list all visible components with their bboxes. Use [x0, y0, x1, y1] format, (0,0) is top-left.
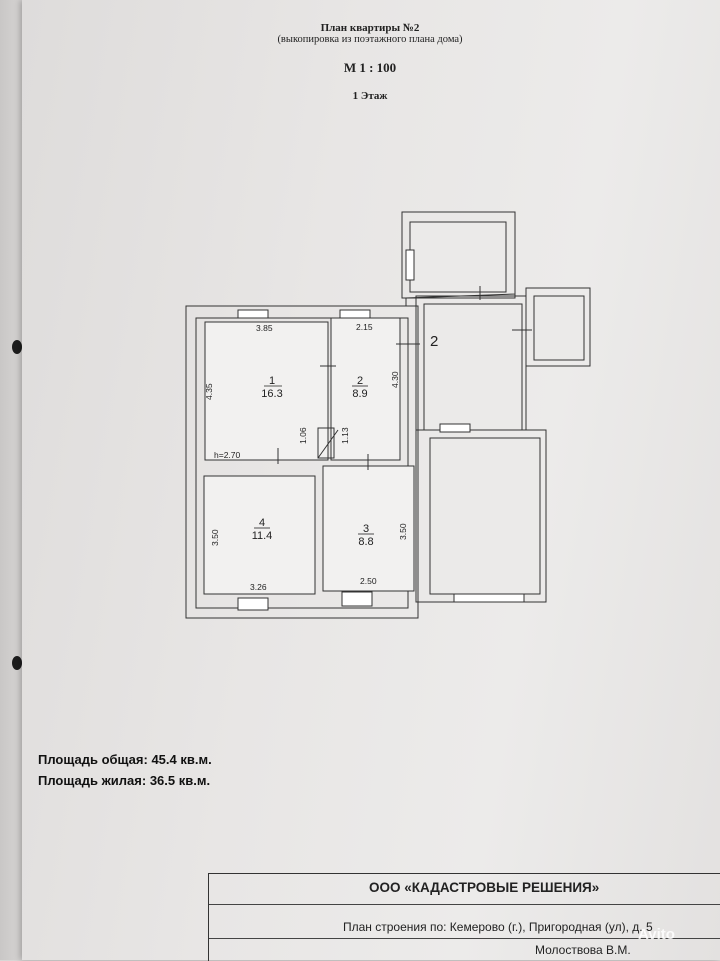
window [339, 309, 371, 319]
dim-r1-small: 1.06 [298, 427, 308, 444]
title-block-row [209, 874, 720, 905]
room-3-area: 8.8 [358, 536, 373, 548]
floor-label: 1 Этаж [352, 90, 388, 102]
ceiling-height: h=2.70 [214, 450, 241, 460]
dim-r1-height: 4.35 [204, 383, 214, 400]
window [453, 593, 525, 603]
page-edge [0, 0, 22, 960]
section-label: 2 [430, 333, 438, 350]
signature-name: Молоствова В.М. [535, 943, 631, 957]
living-area-label: Площадь жилая: [38, 773, 147, 788]
outer-wall [185, 305, 419, 619]
dim-r4-height: 3.50 [210, 529, 220, 546]
dim-r3-width: 2.50 [360, 576, 377, 586]
dim-r3-height: 3.50 [398, 523, 408, 540]
veranda [525, 287, 591, 367]
dim-r1-width: 3.85 [256, 323, 273, 333]
title-block: ООО «КАДАСТРОВЫЕ РЕШЕНИЯ» План строения … [208, 873, 720, 961]
total-area: Площадь общая: 45.4 кв.м. [38, 752, 212, 767]
building-address: План строения по: Кемерово (г.), Пригоро… [343, 920, 653, 934]
plan-scale: М 1 : 100 [343, 60, 397, 75]
room-1 [204, 321, 329, 461]
room-2 [330, 317, 401, 461]
dim-r4-width: 3.26 [250, 582, 267, 592]
total-area-value: 45.4 кв.м. [151, 752, 212, 767]
avito-watermark: Avito [638, 926, 675, 943]
plan-subtitle: (выкопировка из поэтажного плана дома) [277, 34, 463, 45]
dim-r2-height: 4.30 [390, 371, 400, 388]
living-area: Площадь жилая: 36.5 кв.м. [38, 773, 210, 788]
stair-box [317, 427, 335, 459]
annex-top-inner [409, 221, 507, 293]
total-area-label: Площадь общая: [38, 752, 148, 767]
organization-name: ООО «КАДАСТРОВЫЕ РЕШЕНИЯ» [369, 880, 600, 895]
room-4-area: 11.4 [252, 530, 273, 542]
living-area-value: 36.5 кв.м. [149, 773, 211, 788]
inner-wall-outline [195, 317, 409, 609]
window [341, 591, 373, 607]
window [237, 309, 269, 319]
room-2-number: 2 [357, 375, 363, 387]
room-1-area: 16.3 [261, 388, 282, 400]
annex-middle-inner [423, 303, 523, 431]
room-1-number: 1 [269, 375, 275, 387]
room-3-number: 3 [363, 523, 369, 535]
annex-top [401, 211, 516, 299]
room-2-area: 8.9 [352, 388, 367, 400]
room-3 [322, 465, 415, 592]
window [405, 249, 415, 281]
dim-r2-small: 1.13 [340, 427, 350, 444]
plan-title: План квартиры №2 [320, 22, 420, 34]
window [439, 423, 471, 433]
binder-hole [12, 656, 22, 670]
room-4-number: 4 [259, 517, 265, 529]
title-block-divider [209, 938, 720, 939]
annex-bottom-inner [429, 437, 541, 595]
dim-r2-width: 2.15 [356, 322, 373, 332]
room-4 [203, 475, 316, 595]
window [237, 597, 269, 611]
stairs [317, 429, 339, 459]
veranda-inner [533, 295, 585, 361]
binder-hole [12, 340, 22, 354]
